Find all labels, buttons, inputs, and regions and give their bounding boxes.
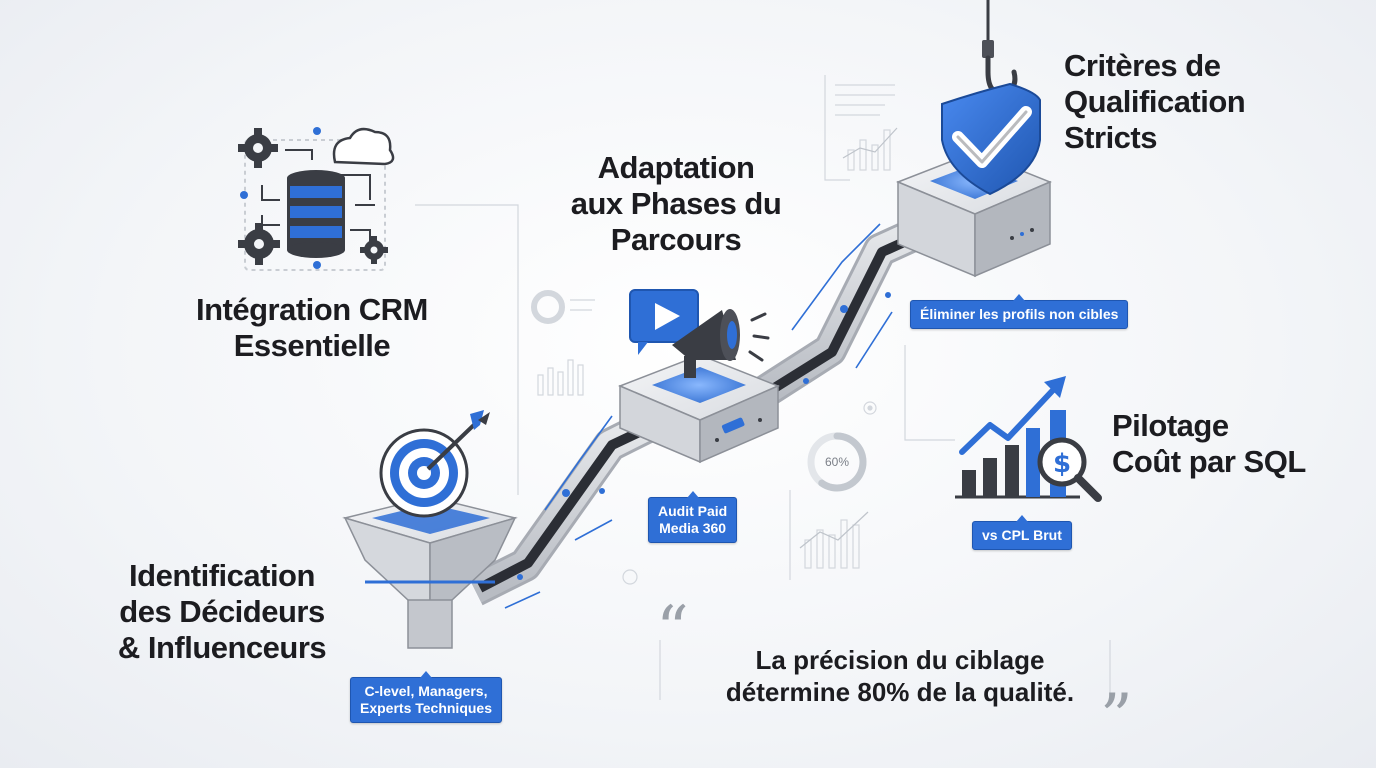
database-icon [287, 170, 345, 258]
target-arrow-icon [379, 410, 490, 518]
heading-line: Parcours [610, 222, 742, 257]
heading-line: Stricts [1064, 120, 1157, 155]
quote-close-mark: ” [1100, 681, 1133, 755]
tag-line: Éliminer les profils non cibles [920, 306, 1119, 322]
quote-text: La précision du ciblage détermine 80% de… [700, 644, 1100, 708]
heading-line: Pilotage [1112, 408, 1229, 443]
funnel-icon [342, 496, 518, 649]
heading-line: aux Phases du [570, 186, 782, 221]
gear-icon [238, 223, 280, 265]
hook-icon [982, 0, 1018, 96]
step-criteres-heading: Critères de Qualification Stricts [1064, 48, 1246, 156]
svg-text:$: $ [1053, 449, 1071, 479]
process-box-2 [618, 354, 780, 464]
quote-open-mark: “ [656, 593, 689, 667]
heading-line: des Décideurs [119, 594, 325, 629]
video-megaphone-icon [629, 289, 770, 378]
heading-line: Identification [129, 558, 315, 593]
heading-line: & Influenceurs [117, 630, 327, 665]
tag-clevel: C-level, Managers, Experts Techniques [350, 671, 503, 723]
gear-icon [360, 236, 388, 264]
database-cloud-gears-icon [238, 127, 395, 271]
cloud-icon [332, 127, 395, 166]
step-decideurs-heading: Identification des Décideurs & Influence… [104, 558, 340, 666]
tag-audit: Audit Paid Media 360 [648, 491, 738, 543]
tag-line: C-level, Managers, [364, 683, 488, 699]
tag-cpl: vs CPL Brut [972, 515, 1072, 550]
quote-line: La précision du ciblage [755, 645, 1045, 675]
heading-line: Qualification [1064, 84, 1246, 119]
step-crm-heading: Intégration CRM Essentielle [196, 292, 428, 364]
heading-line: Intégration CRM [196, 292, 428, 327]
background-decoration [415, 75, 1111, 700]
tag-line: vs CPL Brut [982, 527, 1062, 543]
dollar-magnifier-icon: $ [1037, 437, 1102, 502]
tag-line: Experts Techniques [360, 700, 493, 716]
step-phases-heading: Adaptation aux Phases du Parcours [560, 150, 792, 258]
quote-line: détermine 80% de la qualité. [725, 677, 1075, 707]
tag-line: Media 360 [659, 520, 727, 536]
step-pilotage-heading: Pilotage Coût par SQL [1112, 408, 1306, 480]
tag-line: Audit Paid [658, 503, 728, 519]
mini-chart-bottom [799, 511, 869, 569]
gauge-label: 60% [825, 455, 849, 469]
heading-line: Coût par SQL [1112, 444, 1306, 479]
heading-line: Adaptation [597, 150, 755, 185]
heading-line: Critères de [1064, 48, 1221, 83]
gear-icon [238, 128, 278, 168]
gauge-60-percent: 60% [807, 432, 867, 492]
heading-line: Essentielle [233, 328, 391, 363]
tag-eliminer: Éliminer les profils non cibles [910, 294, 1129, 329]
mini-chart-mid [531, 290, 595, 396]
mini-chart-top [835, 84, 898, 171]
shield-check-icon [941, 82, 1041, 196]
